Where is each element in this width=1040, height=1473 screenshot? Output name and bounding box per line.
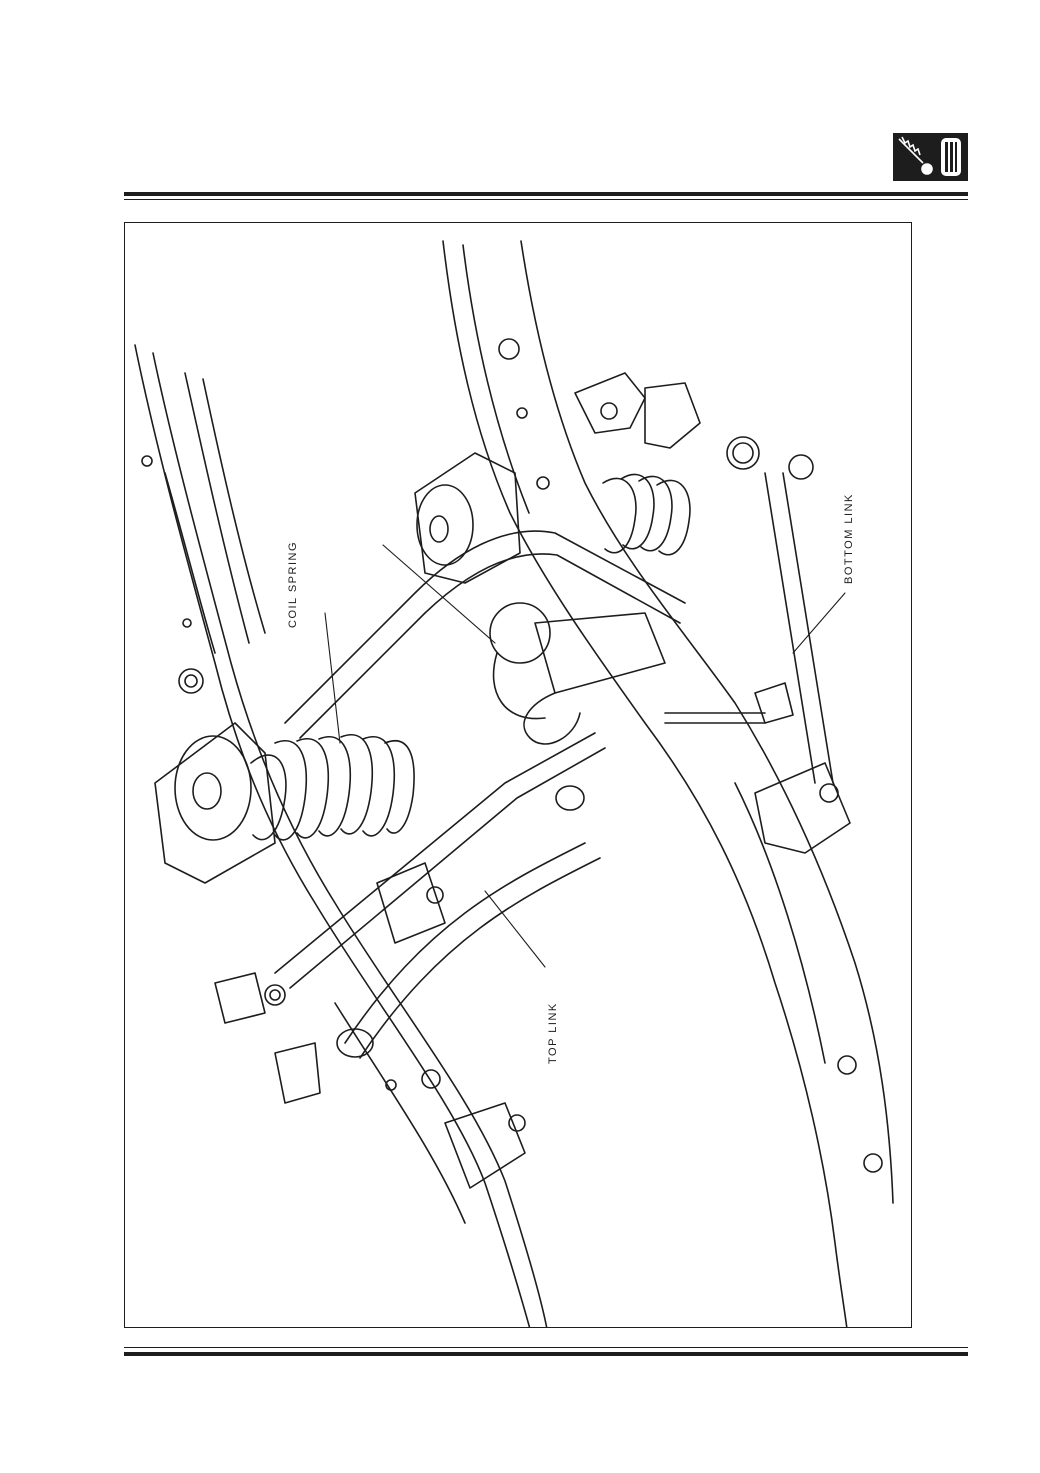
section-icon-badge: [893, 133, 968, 181]
header-rule-thick: [124, 192, 968, 196]
left-chassis-rail: [134, 344, 548, 1327]
left-coil-spring-assembly: [154, 722, 415, 884]
rail-holes: [141, 338, 883, 1173]
footer-rule-thin: [124, 1347, 968, 1348]
lower-brackets: [214, 972, 526, 1189]
footer-rule-thick: [124, 1352, 968, 1356]
bottom-link-label: BOTTOM LINK: [843, 493, 855, 584]
shock-absorber-tyre-icon: [898, 136, 961, 176]
axle-assembly: [284, 530, 686, 745]
top-link-label: TOP LINK: [547, 1002, 559, 1064]
right-coil-spring-assembly: [414, 372, 760, 584]
diagram-frame: COIL SPRING BOTTOM LINK TOP LINK: [124, 222, 912, 1328]
right-chassis-rail: [442, 240, 894, 1327]
bottom-link-bars: [664, 454, 851, 854]
coil-spring-label: COIL SPRING: [287, 541, 299, 628]
callout-leaders: [324, 544, 846, 968]
top-link-bars: [274, 732, 606, 1059]
header-rule-thin: [124, 199, 968, 200]
rear-suspension-illustration: [134, 240, 894, 1327]
